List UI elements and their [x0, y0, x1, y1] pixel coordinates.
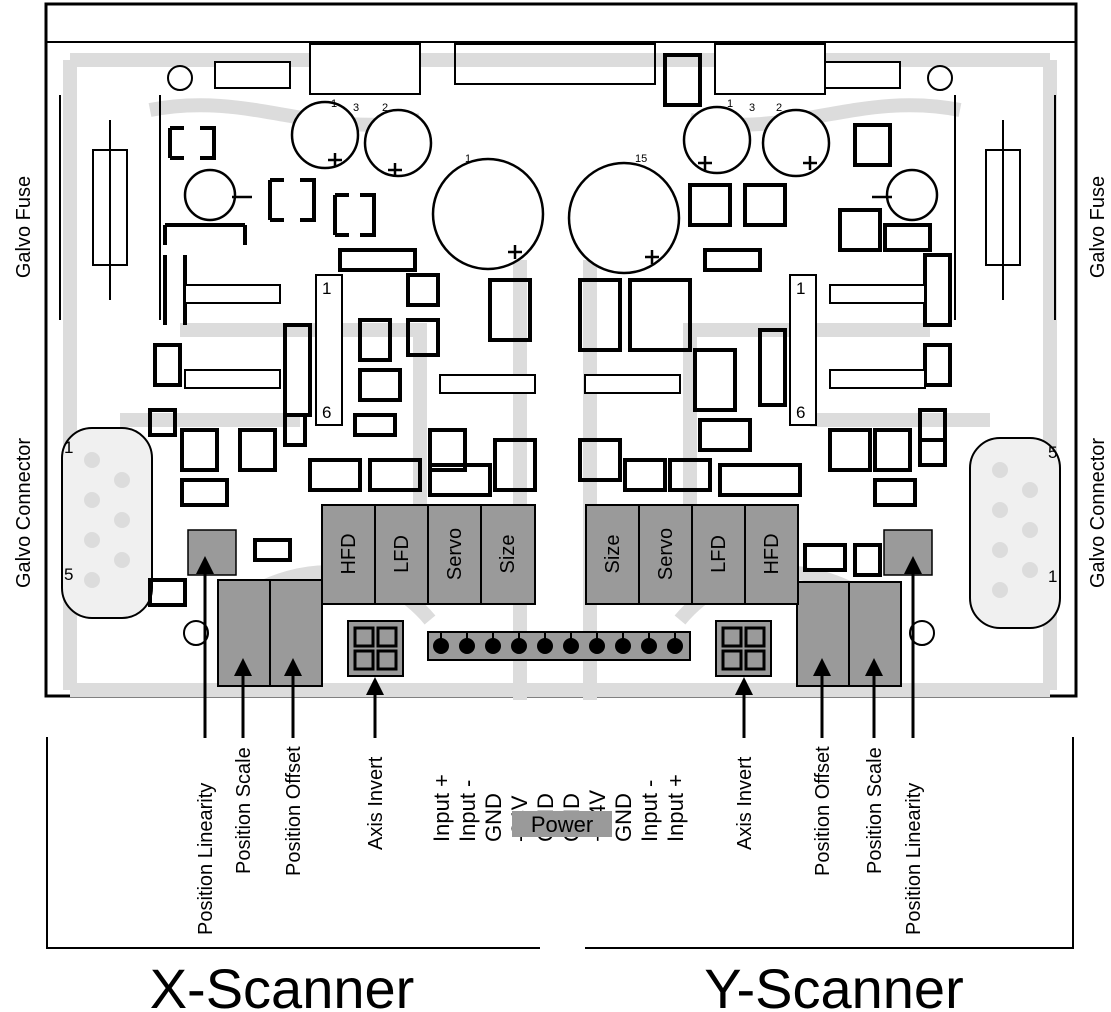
y-linearity-pot [883, 529, 933, 576]
x-position-offset-label: Position Offset [283, 746, 305, 876]
y-axis-invert-jumper [715, 620, 772, 677]
y-scanner-bracket [585, 737, 1074, 949]
x-linearity-pot [187, 529, 237, 576]
pcb-board: 1 3 2 1 3 2 1 15 [44, 2, 1078, 700]
x-scanner-bracket [46, 737, 540, 949]
pot-pin-label: 3 [353, 102, 359, 114]
right-connector-label: Galvo Connector [1087, 438, 1109, 588]
power-header [427, 631, 691, 661]
x-block-servo: Servo [444, 528, 466, 580]
header-pin [433, 638, 449, 654]
x-axis-invert-label: Axis Invert [365, 756, 387, 850]
cap-pin-label: 15 [635, 153, 647, 165]
header-pin [485, 638, 501, 654]
header-pin [563, 638, 579, 654]
power-pin-label: GND [611, 793, 636, 842]
cap-pin-label: 1 [465, 153, 471, 165]
y-position-linearity-label: Position Linearity [903, 783, 925, 935]
pot-pin-label: 2 [776, 102, 782, 114]
header-pin [511, 638, 527, 654]
pot-pin-label: 3 [749, 102, 755, 114]
callout-arrows [196, 556, 922, 738]
header-pins [433, 633, 683, 654]
x-position-linearity-label: Position Linearity [195, 783, 217, 935]
y-block-size: Size [602, 535, 624, 574]
power-pin-label: GND [481, 793, 506, 842]
pot-pin-label: 2 [382, 102, 388, 114]
y-position-offset-label: Position Offset [812, 746, 834, 876]
y-position-scale-label: Position Scale [864, 747, 886, 874]
mounting-holes [183, 620, 935, 646]
right-db-connector [969, 437, 1061, 629]
capacitors [183, 100, 939, 275]
power-pin-label: Input + [663, 774, 688, 842]
connector-pin-number: 1 [64, 438, 73, 457]
x-block-size: Size [497, 535, 519, 574]
ic-pin-label: 6 [322, 403, 331, 422]
header-pin [641, 638, 657, 654]
connector-pin-number: 5 [64, 565, 73, 584]
x-block-hfd: HFD [338, 533, 360, 574]
ic-pin-label: 1 [322, 279, 331, 298]
power-pin-label: Input - [637, 780, 662, 842]
pot-pin-label: 1 [331, 98, 337, 110]
smd-components [148, 53, 952, 607]
ic-chips [184, 274, 926, 426]
x-axis-invert-jumper [347, 620, 404, 677]
y-scanner-title: Y-Scanner [704, 957, 963, 1012]
right-fuse-label: Galvo Fuse [1087, 176, 1109, 278]
header-pin [459, 638, 475, 654]
y-block-hfd: HFD [761, 533, 783, 574]
power-pin-label: Input + [429, 774, 454, 842]
power-label: Power [531, 812, 593, 837]
connector-pin-number: 5 [1048, 443, 1057, 462]
connector-pins-graphic [84, 452, 1038, 598]
fuse-holders [59, 95, 1056, 320]
y-axis-invert-label: Axis Invert [734, 756, 756, 850]
connector-pin-number: 1 [1048, 567, 1057, 586]
x-scale-offset-blocks [217, 579, 323, 687]
x-position-scale-label: Position Scale [233, 747, 255, 874]
header-pin [615, 638, 631, 654]
ic-pin-label: 1 [796, 279, 805, 298]
ic-pin-label: 6 [796, 403, 805, 422]
y-block-servo: Servo [655, 528, 677, 580]
header-pin [589, 638, 605, 654]
left-db-connector [61, 427, 153, 619]
x-block-lfd: LFD [391, 535, 413, 573]
polarity-marks [232, 153, 892, 264]
left-fuse-label: Galvo Fuse [13, 176, 35, 278]
y-function-blocks: Size Servo LFD HFD [585, 504, 799, 605]
x-scanner-title: X-Scanner [150, 957, 415, 1012]
power-label-box [512, 811, 612, 837]
pot-pin-label: 1 [727, 98, 733, 110]
y-scale-offset-blocks [796, 581, 902, 687]
x-function-blocks: HFD LFD Servo Size [321, 504, 536, 605]
top-connectors [167, 43, 953, 95]
header-pin [667, 638, 683, 654]
y-block-lfd: LFD [708, 535, 730, 573]
header-pin [537, 638, 553, 654]
left-connector-label: Galvo Connector [13, 438, 35, 588]
power-pin-label: Input - [455, 780, 480, 842]
